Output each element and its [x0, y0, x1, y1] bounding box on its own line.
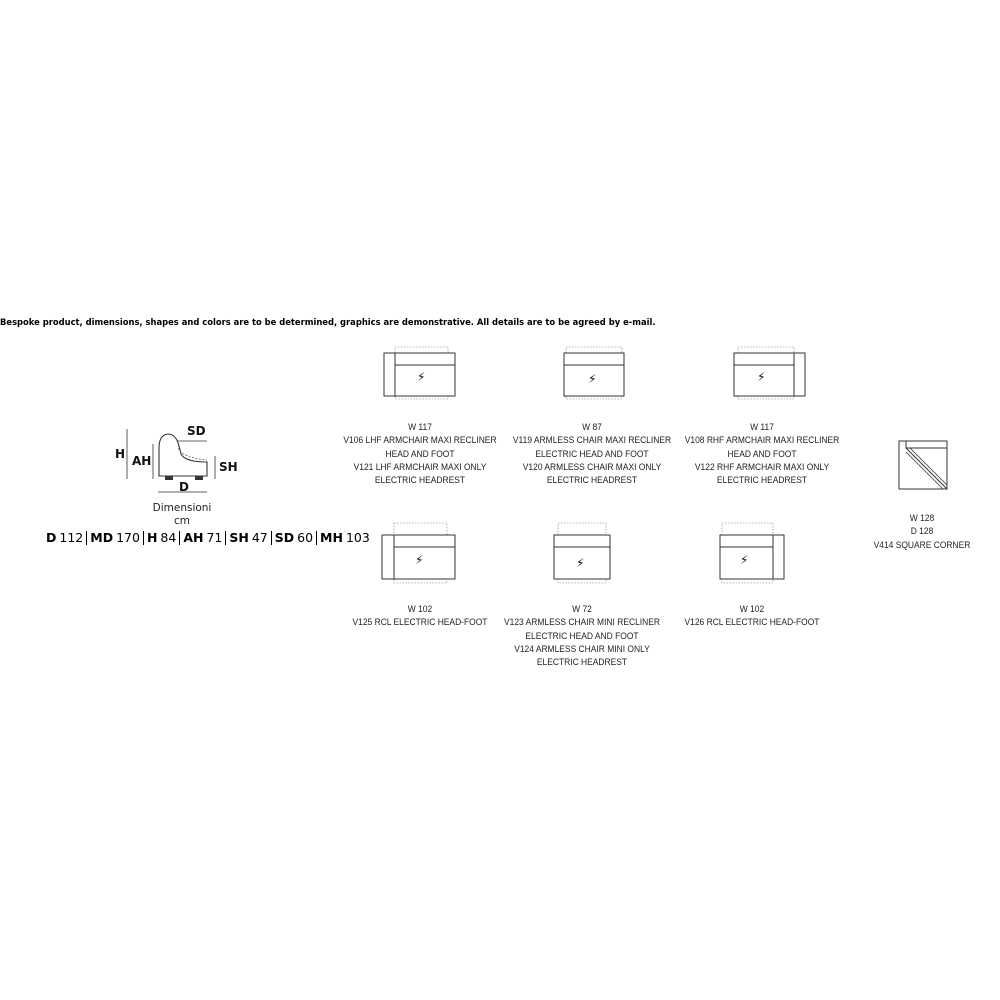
label-sh: SH: [219, 460, 238, 474]
module-v119-armless-chair-maxi: ⚡︎: [562, 346, 628, 400]
dimensions-title: Dimensioni cm: [130, 502, 234, 528]
module-v106-lhf-armchair: ⚡︎: [382, 346, 458, 400]
disclaimer-notice: Bespoke product, dimensions, shapes and …: [0, 317, 656, 327]
lightning-bolt-icon: ⚡︎: [576, 556, 585, 570]
module-v126-rcl: ⚡︎: [718, 522, 788, 584]
dimensions-title-line1: Dimensioni: [152, 502, 212, 514]
module-v123-armless-chair-mini: ⚡︎: [552, 522, 616, 584]
sofa-profile-diagram: H AH SD SH D: [115, 418, 240, 498]
dimensions-title-line2: cm: [173, 515, 190, 527]
module-v108-rhf-armchair: ⚡︎: [732, 346, 808, 400]
label-sd: SD: [187, 424, 206, 438]
lightning-bolt-icon: ⚡︎: [417, 370, 426, 384]
lightning-bolt-icon: ⚡︎: [415, 553, 424, 567]
module-v414-square-corner: [896, 438, 950, 492]
label-h: H: [115, 447, 126, 461]
label-ah: AH: [132, 454, 152, 468]
label-d: D: [179, 480, 189, 494]
lightning-bolt-icon: ⚡︎: [757, 370, 766, 384]
module-v125-rcl: ⚡︎: [380, 522, 460, 584]
lightning-bolt-icon: ⚡︎: [740, 553, 749, 567]
lightning-bolt-icon: ⚡︎: [588, 372, 597, 386]
